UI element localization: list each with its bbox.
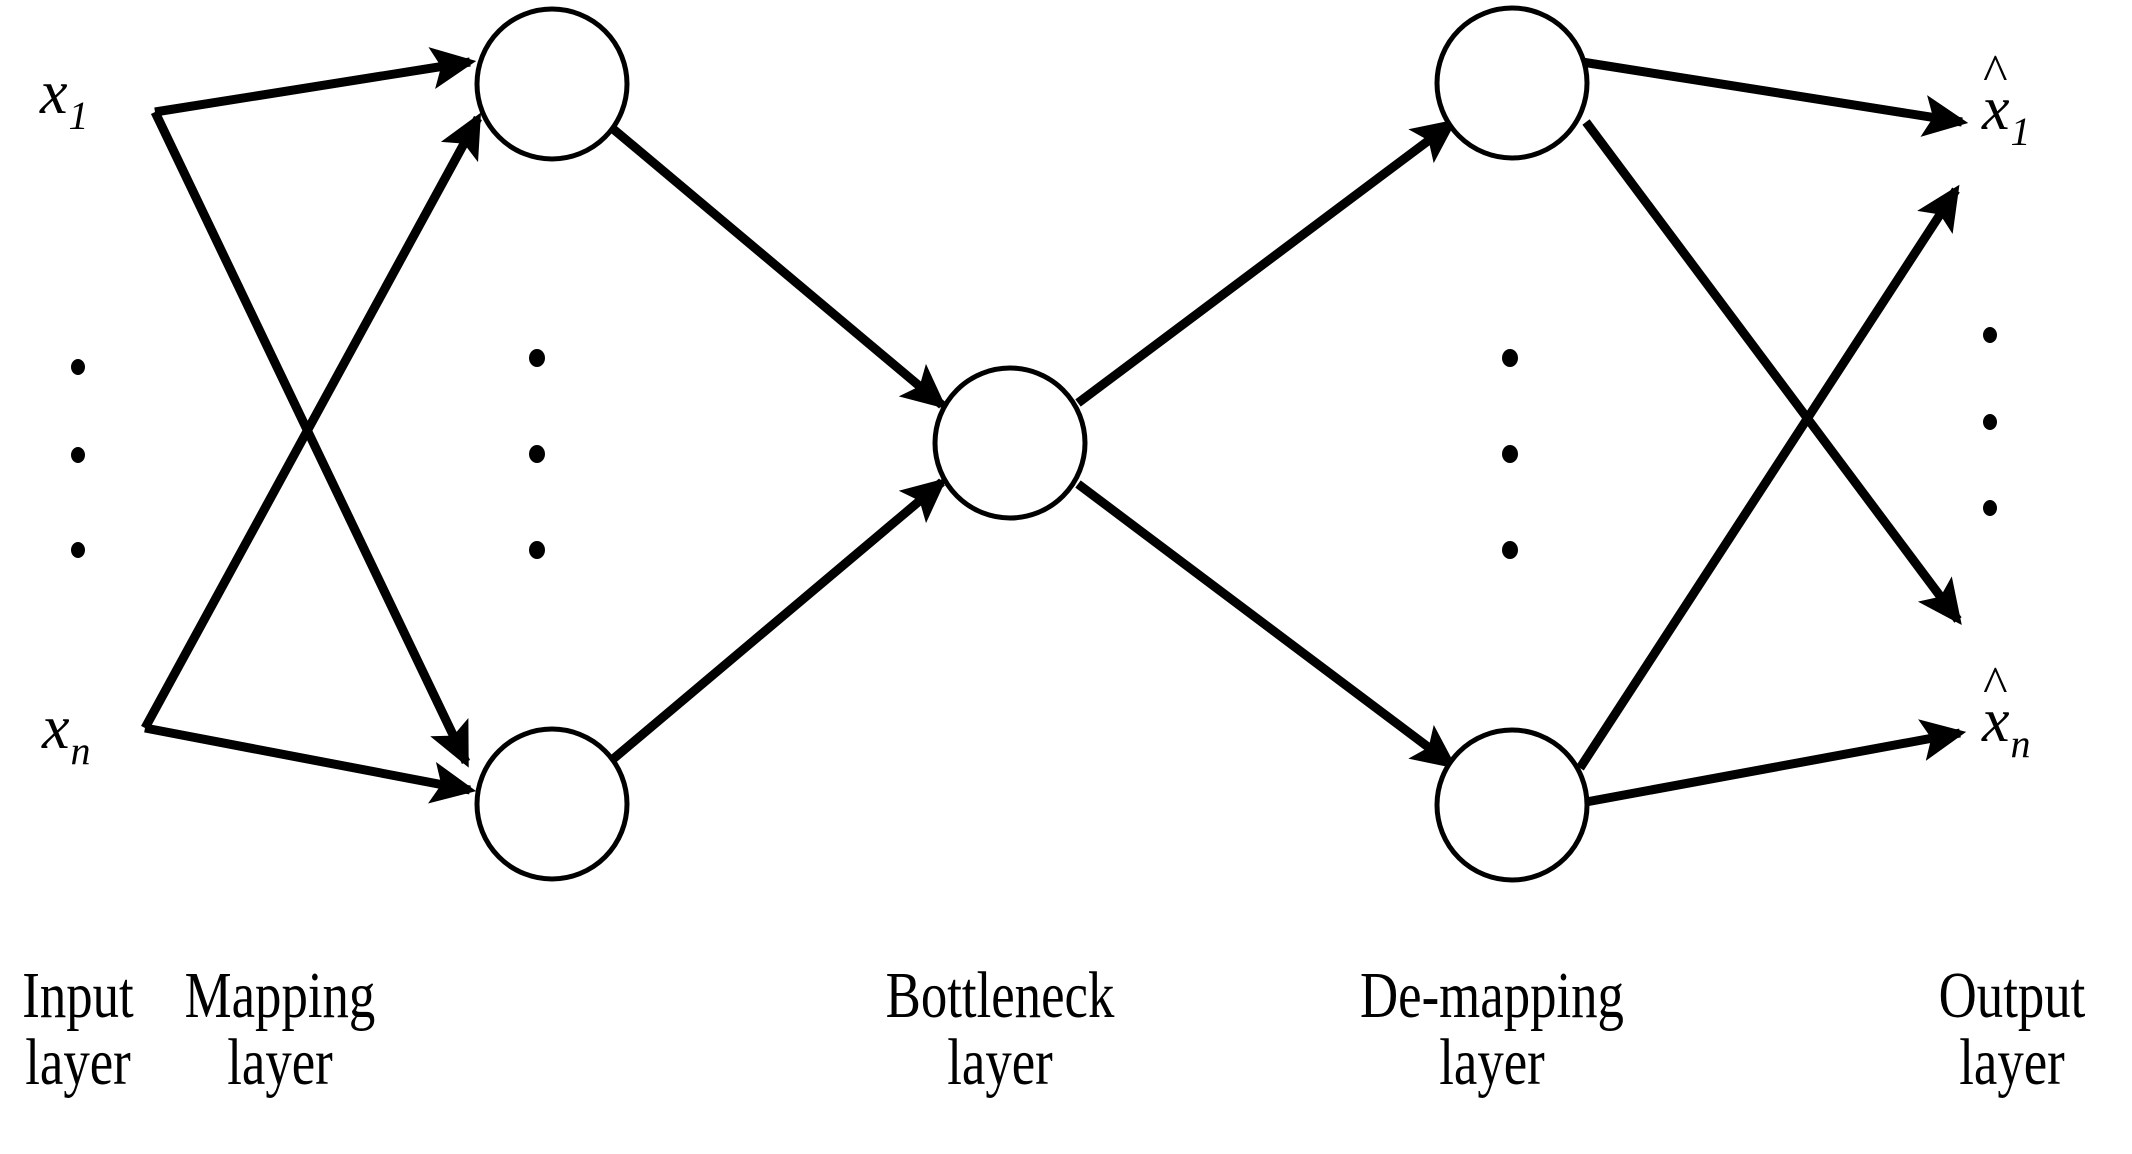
node-bottleneck[interactable] [932,365,1088,521]
layer-caption-demapping: De-mapping layer [1252,962,1732,1097]
ellipsis-dot-mapping [529,541,545,559]
layer-caption-mapping: Mapping layer [40,962,520,1097]
edge-dem-top-to-xhat1 [1581,57,1969,137]
layer-caption-bottleneck-line1: Bottleneck [885,959,1115,1032]
ellipsis-dot-mapping [529,349,545,367]
output-label-xhatn-base: x [1982,687,2010,755]
edge-xn-to-map-top [141,112,482,731]
ellipsis-dot-output [1983,500,1997,516]
layer-caption-bottleneck: Bottleneck layer [760,962,1240,1097]
node-mapping-bottom[interactable] [474,726,630,882]
edge-xn-to-map-bottom [144,723,477,804]
edge-map-top-to-bottleneck [609,124,947,410]
output-label-xhat1-subscript: 1 [2010,109,2031,154]
input-label-xn: xn [42,694,91,771]
node-demapping-top[interactable] [1434,5,1590,161]
layer-caption-output: Output layer [1772,962,2132,1097]
layer-caption-input-line2: layer [25,1026,131,1100]
edge-dem-top-to-xhatn [1582,119,1962,626]
input-label-x1-subscript: 1 [68,93,89,138]
edge-bottleneck-to-dem-bottom [1075,480,1458,769]
node-demapping-bottom[interactable] [1434,727,1590,883]
output-label-xhatn: ^xn [1982,660,2031,764]
layer-caption-mapping-line1: Mapping [184,959,376,1032]
input-label-x1-base: x [40,59,68,127]
ellipsis-dot-mapping [529,445,545,463]
ellipsis-dot-demapping [1502,541,1518,559]
layer-caption-input: Input layer [0,962,318,1097]
edge-map-bottom-to-bottleneck [609,477,947,764]
layer-caption-demapping-line2: layer [1439,1026,1545,1100]
hat-accent-icon: ^ [1983,45,2008,102]
edge-x1-to-map-top [154,47,477,117]
layer-caption-input-line1: Input [22,959,134,1032]
input-label-xn-base: x [42,694,70,762]
ellipsis-dot-demapping [1502,349,1518,367]
ellipsis-dot-input [71,542,85,558]
layer-caption-mapping-line2: layer [227,1026,333,1100]
input-label-xn-subscript: n [70,728,91,773]
output-label-xhatn-subscript: n [2010,721,2031,766]
ellipsis-dot-input [71,447,85,463]
edge-bottleneck-to-dem-top [1075,119,1458,407]
edge-dem-bottom-to-xhatn [1585,719,1967,807]
input-label-x1: x1 [40,59,89,136]
ellipsis-dot-demapping [1502,445,1518,463]
output-label-xhat1-hatwrap: ^x [1982,48,2010,143]
layer-caption-bottleneck-line2: layer [947,1026,1053,1100]
ellipsis-dot-output [1983,414,1997,430]
node-mapping-top[interactable] [474,6,630,162]
edge-x1-to-map-bottom [150,110,471,768]
layer-caption-output-line2: layer [1959,1026,2065,1100]
hat-accent-icon: ^ [1983,657,2008,714]
output-label-xhat1: ^x1 [1982,48,2031,152]
edge-dem-bottom-to-xhat1 [1576,184,1960,771]
ellipsis-dot-input [71,359,85,375]
layer-caption-demapping-line1: De-mapping [1360,959,1624,1032]
layer-caption-output-line1: Output [1938,959,2086,1032]
ellipsis-dot-output [1983,327,1997,343]
output-label-xhat1-base: x [1982,75,2010,143]
output-label-xhatn-hatwrap: ^x [1982,660,2010,755]
